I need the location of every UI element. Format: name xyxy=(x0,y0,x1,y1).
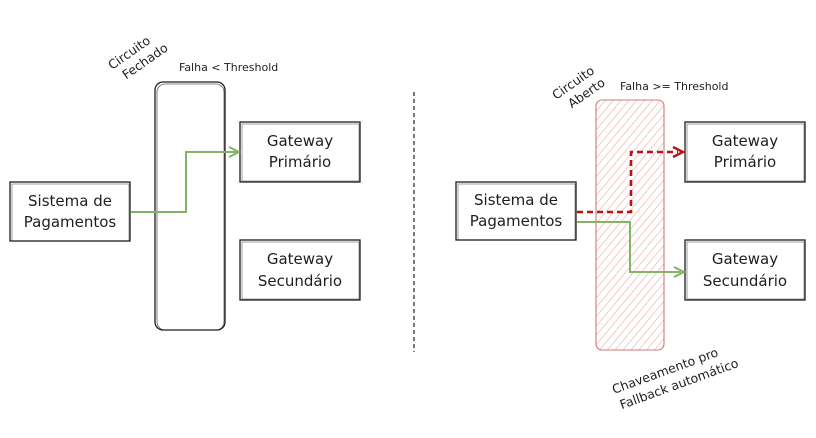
svg-text:Gateway: Gateway xyxy=(267,132,333,150)
closed-system-box: Sistema de Pagamentos xyxy=(9,181,131,242)
svg-text:Gateway: Gateway xyxy=(712,250,778,268)
closed-breaker xyxy=(154,81,226,331)
svg-text:Gateway: Gateway xyxy=(712,132,778,150)
svg-text:Pagamentos: Pagamentos xyxy=(24,213,117,231)
svg-text:Sistema de: Sistema de xyxy=(474,191,558,209)
open-fallback-path xyxy=(577,221,681,273)
svg-text:Primário: Primário xyxy=(714,153,776,171)
open-circuit-panel: Circuito Aberto Falha >= Threshold Siste… xyxy=(455,63,806,412)
open-fallback-arrowhead xyxy=(673,266,687,278)
svg-text:Sistema de: Sistema de xyxy=(28,192,112,210)
open-failed-path xyxy=(577,150,678,214)
closed-circuit-panel: Circuito Fechado Falha < Threshold Siste… xyxy=(9,27,361,331)
closed-breaker-sketch xyxy=(156,83,225,331)
open-secondary-gateway-box: Gateway Secundário xyxy=(684,239,806,301)
svg-text:Pagamentos: Pagamentos xyxy=(470,212,563,230)
open-threshold-label: Falha >= Threshold xyxy=(620,80,728,93)
open-system-box: Sistema de Pagamentos xyxy=(455,181,577,241)
open-primary-gateway-box: Gateway Primário xyxy=(684,121,806,183)
svg-text:Gateway: Gateway xyxy=(267,250,333,268)
closed-threshold-label: Falha < Threshold xyxy=(179,61,278,74)
closed-primary-gateway-box: Gateway Primário xyxy=(239,121,361,183)
svg-text:Primário: Primário xyxy=(269,153,331,171)
closed-state-label: Circuito Fechado xyxy=(105,27,170,86)
closed-secondary-gateway-box: Gateway Secundário xyxy=(239,239,361,301)
open-failed-arrowhead xyxy=(672,145,686,159)
svg-text:Secundário: Secundário xyxy=(258,272,342,290)
svg-text:Secundário: Secundário xyxy=(703,272,787,290)
closed-active-arrowhead xyxy=(228,146,242,158)
closed-active-path xyxy=(131,151,236,213)
